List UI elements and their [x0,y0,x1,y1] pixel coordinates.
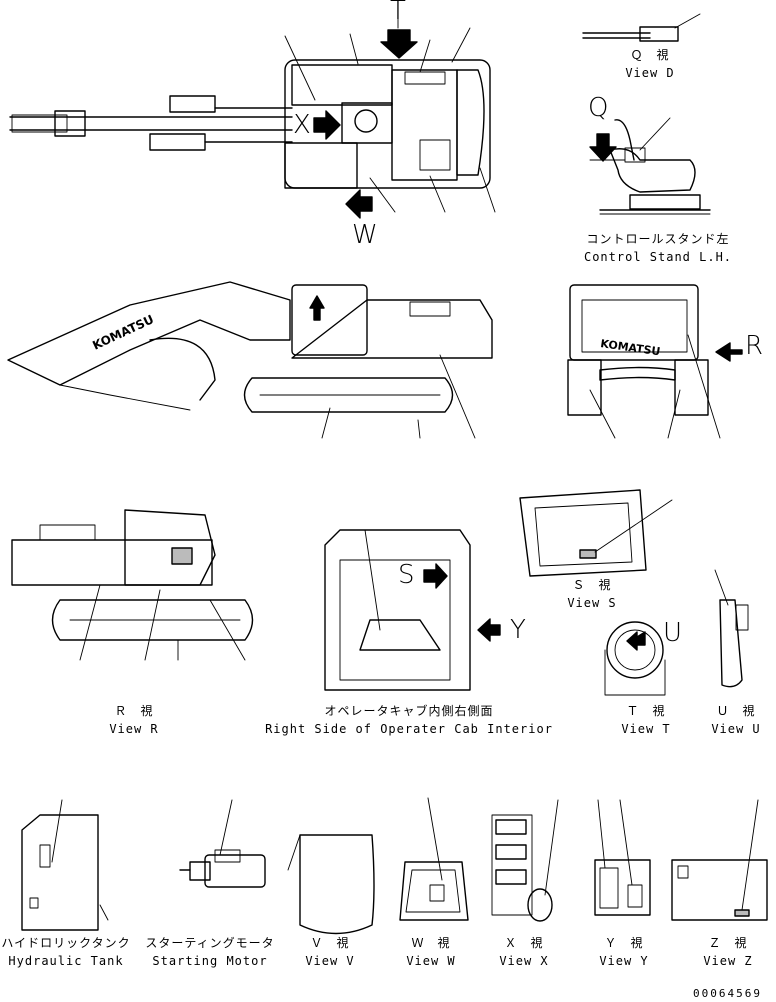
hydraulic-tank-figure [21,799,109,931]
top-view-excavator [9,1,496,219]
view-u-figure [714,569,749,688]
view-t-figure [604,621,666,696]
svg-text:KOMATSU: KOMATSU [600,337,662,358]
starting-motor-figure [179,799,266,888]
view-v-figure [287,834,375,935]
side-view-excavator: KOMATSU [7,281,493,439]
view-z-figure [671,799,768,921]
arrow-letter-x: X [293,110,311,140]
rear-view-excavator: KOMATSU [567,284,743,439]
arrow-letter-w: W [352,220,378,250]
view-s-figure [519,489,673,577]
arrow-letter-s: S [398,560,415,590]
view-y-figure [594,799,651,916]
view-x-figure [491,799,559,922]
view-w-figure [399,797,469,921]
view-r-figure [11,509,254,661]
control-stand-figure [589,117,711,215]
arrow-letter-q: Q [588,93,609,123]
cab-interior-figure [324,529,501,691]
arrow-letter-y: Y [510,615,526,645]
view-d-figure [582,13,701,42]
drawing-number: 00064569 [693,987,762,1000]
arrow-letter-u: U [663,618,683,648]
arrow-letter-r: R [745,331,764,361]
arrow-letter-t: T [390,0,406,26]
